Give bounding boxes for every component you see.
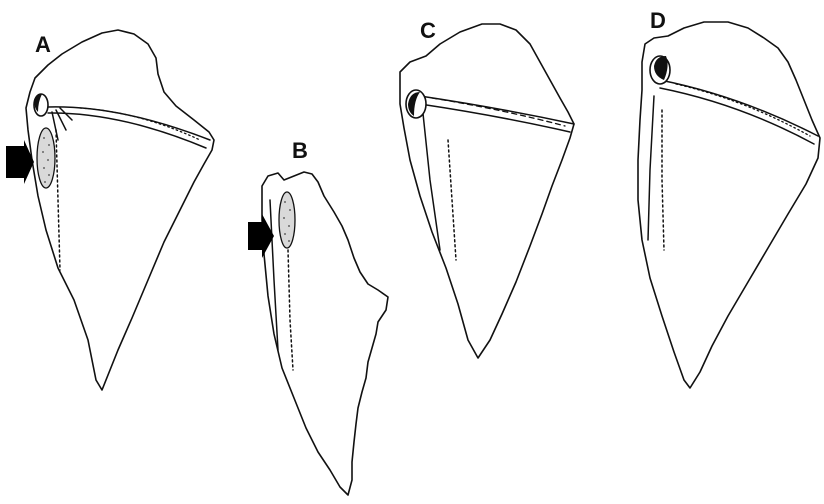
panel-a-scapula-outline bbox=[26, 30, 214, 390]
panel-b: B bbox=[248, 138, 388, 495]
panel-label-b: B bbox=[292, 138, 308, 163]
panel-a-lesion bbox=[37, 128, 55, 188]
panel-d: D bbox=[638, 8, 820, 388]
panel-a: A bbox=[6, 30, 214, 390]
panel-label-c: C bbox=[420, 18, 436, 43]
panel-c-scapula-outline bbox=[400, 24, 574, 358]
panel-label-d: D bbox=[650, 8, 666, 33]
panel-c: C bbox=[400, 18, 574, 358]
panel-b-lesion bbox=[279, 192, 295, 248]
panel-label-a: A bbox=[35, 32, 51, 57]
